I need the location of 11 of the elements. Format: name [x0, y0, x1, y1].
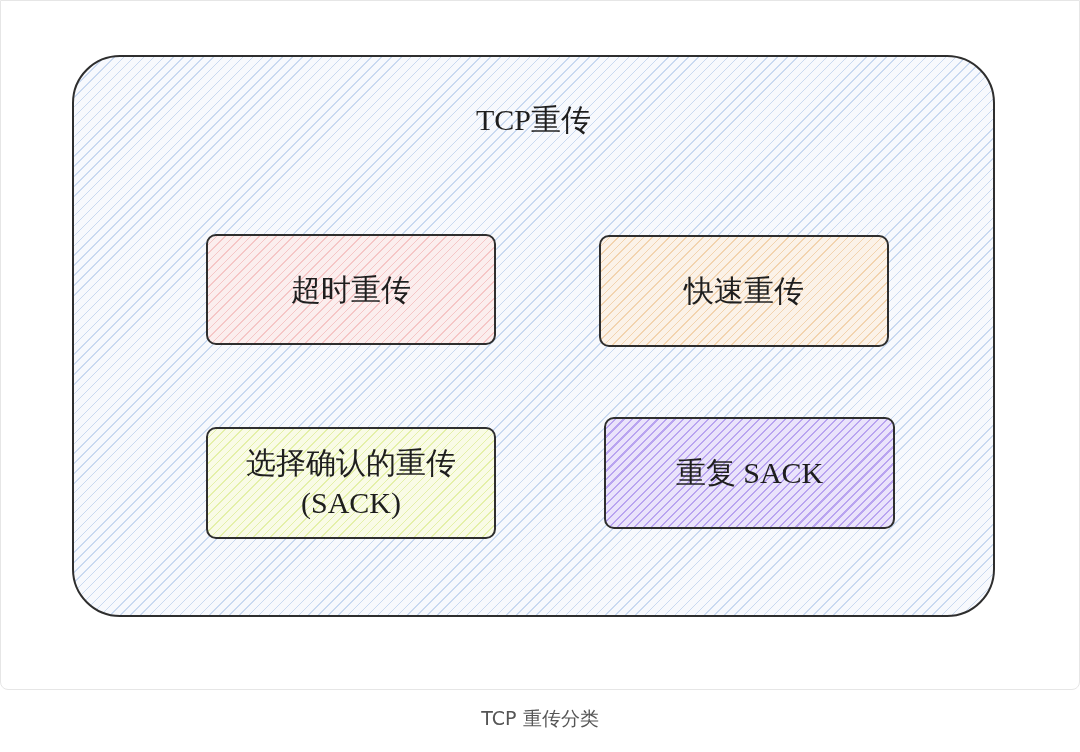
box-label: 快速重传: [682, 273, 805, 309]
group-title: TCP重传: [476, 102, 591, 138]
caption: TCP 重传分类: [481, 706, 599, 731]
box-label: 选择确认的重传 (SACK): [245, 445, 457, 521]
process-box: [599, 235, 889, 347]
process-box: [206, 234, 496, 345]
box-label: 超时重传: [290, 271, 412, 308]
process-box: [604, 417, 895, 529]
group-box: [72, 55, 995, 617]
box-label: 重复 SACK: [674, 455, 825, 491]
process-box: [206, 427, 496, 539]
